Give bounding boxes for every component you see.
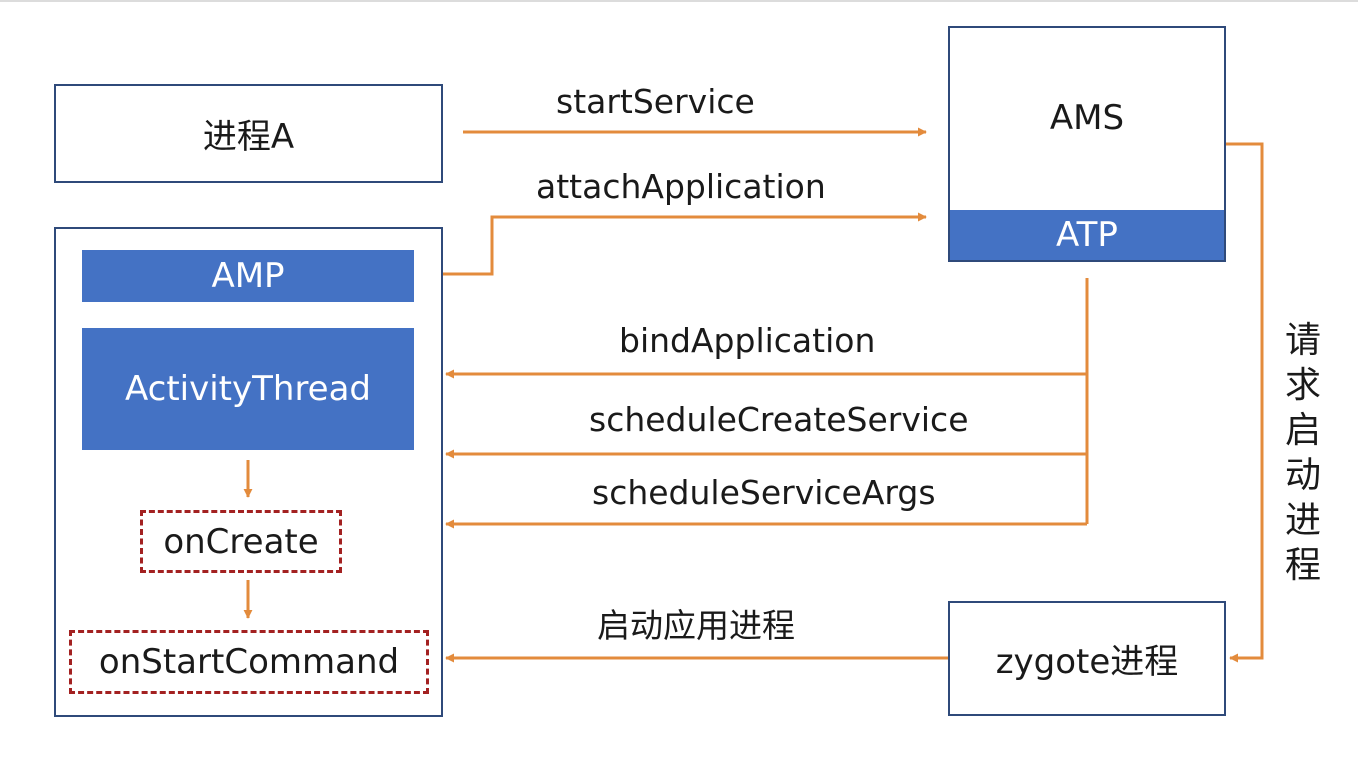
zygote-box: zygote进程 bbox=[948, 601, 1226, 716]
ams-box: AMS ATP bbox=[948, 26, 1226, 262]
atp-label: ATP bbox=[1056, 215, 1118, 255]
process-a-label: 进程A bbox=[202, 117, 295, 157]
atp-bar: ATP bbox=[950, 210, 1224, 260]
process-a-box: 进程A bbox=[54, 84, 443, 183]
request-start-process-arrow bbox=[1226, 142, 1264, 663]
activity-thread-label: ActivityThread bbox=[124, 369, 372, 409]
schedule-create-service-label: scheduleCreateService bbox=[589, 400, 969, 439]
attach-application-arrow bbox=[443, 212, 927, 276]
on-start-command-label: onStartCommand bbox=[98, 642, 400, 682]
on-start-command-box: onStartCommand bbox=[69, 630, 429, 694]
on-create-box: onCreate bbox=[140, 510, 342, 573]
request-start-process-label: 请求启动进程 bbox=[1284, 320, 1321, 586]
ams-label: AMS bbox=[1049, 98, 1125, 138]
zygote-label: zygote进程 bbox=[995, 642, 1179, 682]
activity-thread-block: ActivityThread bbox=[82, 328, 414, 450]
start-app-process-label: 启动应用进程 bbox=[597, 606, 795, 645]
amp-bar: AMP bbox=[82, 250, 414, 302]
top-divider bbox=[0, 0, 1358, 2]
attach-application-label: attachApplication bbox=[536, 167, 826, 206]
on-create-label: onCreate bbox=[163, 521, 319, 562]
amp-label: AMP bbox=[211, 256, 285, 296]
ams-title: AMS bbox=[950, 28, 1224, 208]
start-service-label: startService bbox=[556, 82, 755, 121]
bind-application-label: bindApplication bbox=[619, 321, 876, 360]
schedule-service-args-label: scheduleServiceArgs bbox=[592, 473, 936, 512]
